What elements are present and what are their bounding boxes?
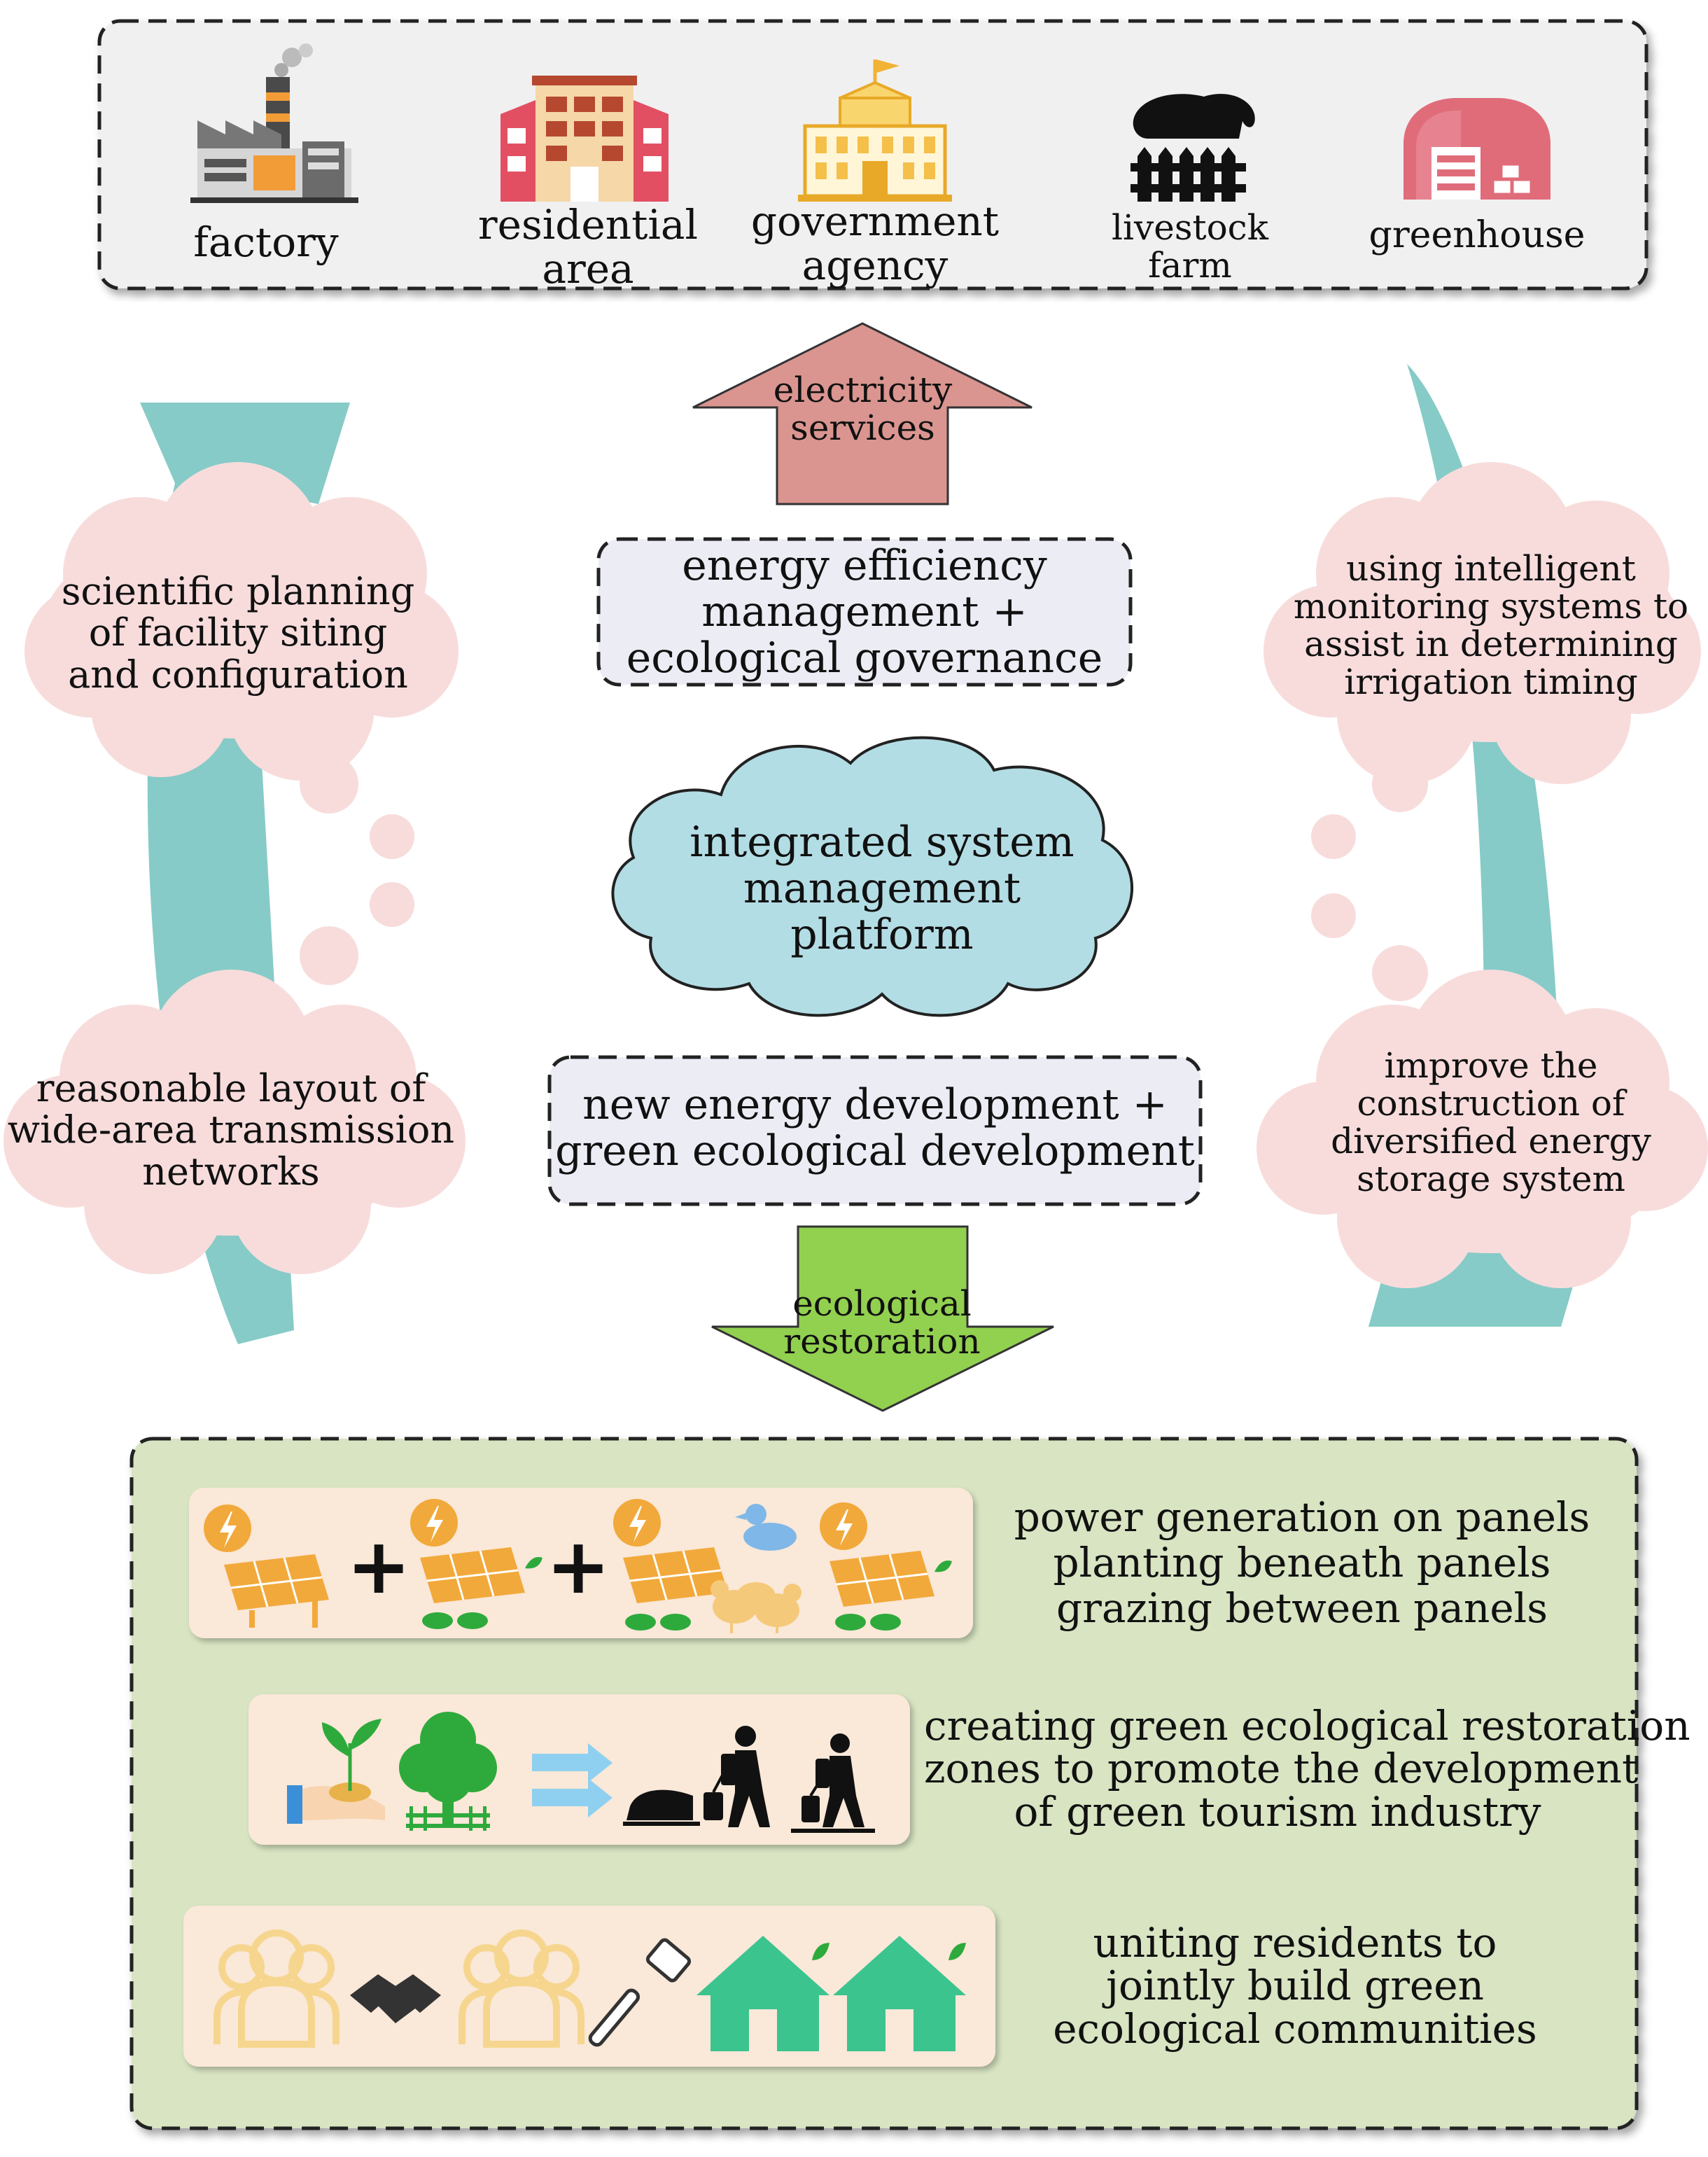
agrivoltaics-icons: + + (204, 1499, 952, 1633)
development-box-label: new energy development +green ecological… (555, 1080, 1195, 1175)
consumer-label-factory: factory (193, 218, 339, 266)
seedling-in-hand-icon (287, 1719, 385, 1824)
cloud-right-bottom-shape (1256, 970, 1708, 1288)
residential-building-icon (500, 76, 668, 202)
tourists-icon (623, 1726, 875, 1833)
up-arrow-shape (692, 322, 1032, 505)
solar-panel-with-plants-icon (410, 1499, 542, 1629)
right-bubbles (1311, 756, 1428, 1001)
solar-panel-with-plants-icon-2 (820, 1502, 952, 1631)
solar-panel-with-poultry-icon (613, 1499, 802, 1633)
platform-cloud-shape (611, 736, 1133, 1017)
government-building-icon (798, 60, 952, 202)
plus-sign-1: + (346, 1521, 411, 1611)
residents-group-icon-2 (458, 1929, 584, 2048)
development-box-shape (547, 1055, 1203, 1206)
factory-icon (190, 43, 358, 203)
green-house-icon-2 (833, 1936, 966, 2051)
greenhouse-icon (1404, 98, 1550, 200)
livestock-farm-icon (1130, 94, 1255, 202)
cloud-right-top-shape (1264, 462, 1701, 784)
tourism-icons (287, 1712, 875, 1833)
solar-panel-icon (204, 1505, 329, 1628)
residents-group-icon (214, 1929, 340, 2048)
double-arrow-icon (532, 1743, 612, 1817)
plus-sign-2: + (546, 1521, 610, 1611)
down-arrow-shape (711, 1225, 1054, 1412)
green-house-icon (696, 1936, 830, 2051)
left-bubbles (300, 755, 414, 985)
cloud-left-top-shape (24, 462, 458, 781)
efficiency-box-shape (596, 537, 1133, 687)
consumer-label-greenhouse: greenhouse (1368, 214, 1586, 256)
cloud-left-bottom-shape (4, 970, 465, 1274)
tree-icon (399, 1712, 497, 1831)
handshake-icon (350, 1974, 441, 2023)
hammer-icon (588, 1938, 692, 2047)
community-icons (214, 1929, 966, 2051)
